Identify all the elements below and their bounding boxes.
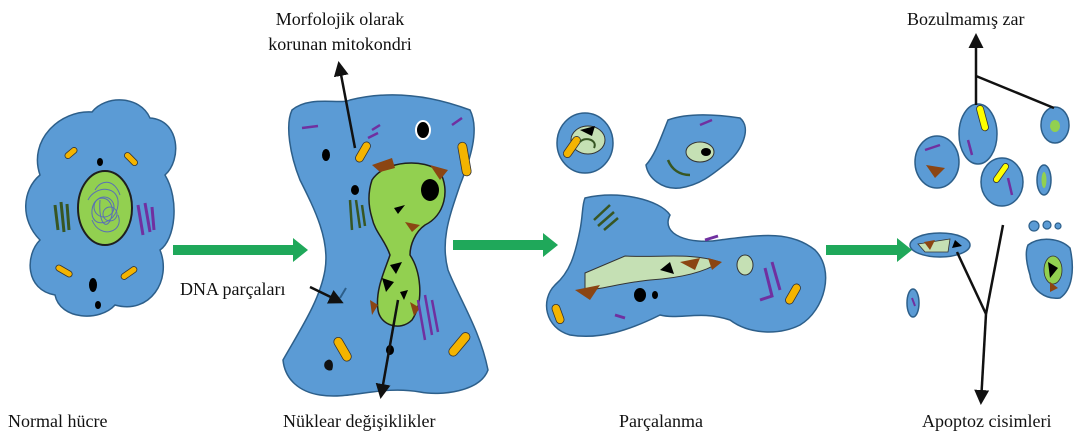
fragmenting-cell bbox=[547, 113, 826, 336]
label-dna-fragments: DNA parçaları bbox=[180, 278, 285, 300]
label-fragmentation: Parçalanma bbox=[619, 410, 703, 432]
label-normal-cell: Normal hücre bbox=[8, 410, 107, 432]
label-apoptotic-bodies: Apoptoz cisimleri bbox=[922, 410, 1051, 432]
label-mitochondria-line1: Morfolojik olarak bbox=[250, 8, 430, 30]
label-nuclear-changes: Nüklear değişiklikler bbox=[283, 410, 435, 432]
apoptotic-bodies bbox=[907, 104, 1072, 317]
label-intact-membrane: Bozulmamış zar bbox=[907, 8, 1024, 30]
label-mitochondria-line2: korunan mitokondri bbox=[250, 33, 430, 55]
normal-cell bbox=[26, 100, 176, 316]
